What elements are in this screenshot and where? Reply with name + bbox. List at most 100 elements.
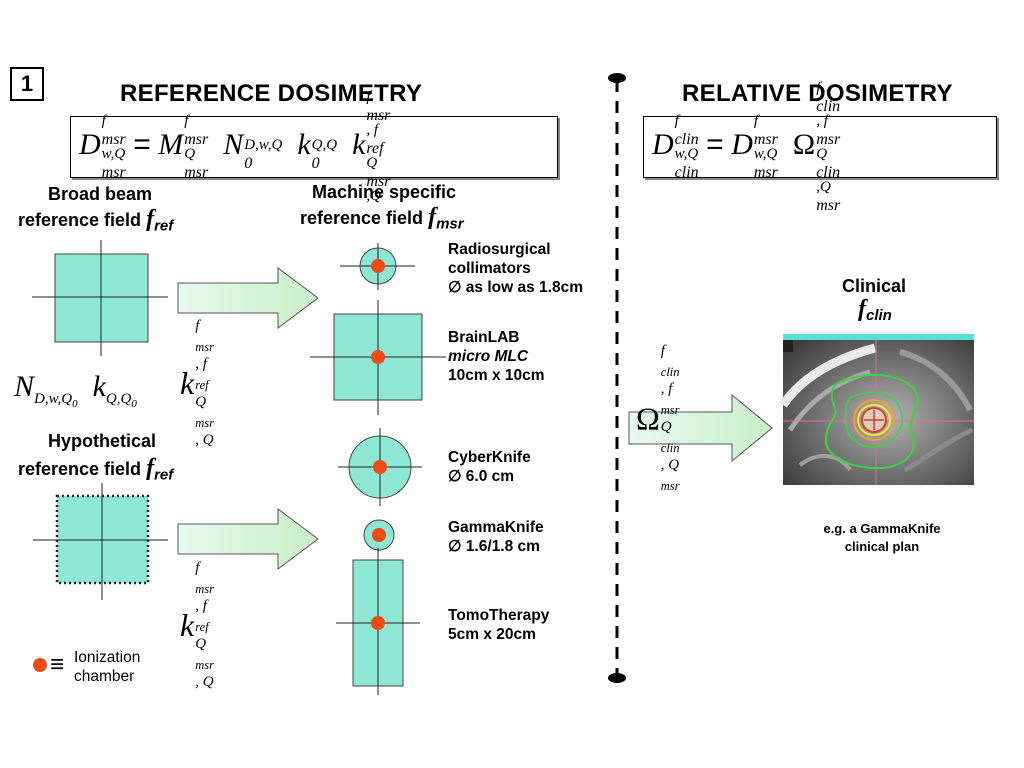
f-subscript: ref (154, 217, 174, 235)
legend-text: Ionization chamber (74, 648, 140, 686)
broad-beam-label-line1: Broad beam (48, 184, 153, 204)
eq-sub: msr (101, 131, 126, 148)
k-subscript-zero: 0 (131, 398, 137, 410)
eq-sub: Q (816, 146, 828, 162)
eq-equals: = (133, 127, 151, 161)
radiosurgical-line3: ∅ as low as 1.8cm (448, 279, 583, 296)
radiosurgical-line1: Radiosurgical (448, 241, 551, 258)
caption-line2: clinical plan (844, 539, 920, 554)
eq-sub: w,Q (674, 146, 699, 162)
k-sub: , Q (195, 674, 214, 690)
eq-sup: f (753, 113, 759, 129)
gammaknife-line1: GammaKnife (448, 519, 544, 536)
eq-sup: f (184, 113, 189, 129)
eq-sub: msr (184, 164, 209, 181)
omega-sub: msr (660, 403, 680, 417)
legend-line2: chamber (74, 668, 135, 685)
legend-equiv-symbol: ≡ (50, 651, 65, 678)
k-sup: f (195, 560, 200, 576)
f-symbol: f (858, 296, 866, 322)
k-sub: , Q (195, 432, 214, 448)
machine-specific-text: reference field (300, 208, 429, 228)
eq-sup: , f (816, 113, 828, 129)
eq-sub: 0 (311, 155, 320, 172)
radiosurgical-line2: collimators (448, 260, 531, 277)
eq-sub: msr (753, 131, 778, 148)
hypothetical-label-line2: reference field fref (18, 455, 173, 487)
eq-calibration-symbol: N (223, 127, 244, 161)
tomotherapy-line1: TomoTherapy (448, 607, 550, 624)
brainlab-line2: micro MLC (448, 348, 529, 365)
eq-sub: clin (816, 98, 841, 115)
f-subscript: msr (436, 215, 464, 233)
eq-dose-clin-symbol: D (652, 127, 674, 161)
k-sub: Q (195, 394, 207, 410)
hypothetical-text: reference field (18, 459, 147, 479)
arrow-top (177, 267, 319, 329)
omega-sub: , Q (660, 457, 680, 473)
eq-sup: f (674, 113, 679, 129)
nk-expression: ND,w,Q0 kQ,Q0 (14, 370, 137, 410)
f-symbol: f (146, 455, 155, 481)
omega-sub: msr (660, 479, 680, 493)
cyberknife-label: CyberKnife ∅ 6.0 cm (448, 448, 531, 486)
eq-sup: f (816, 80, 821, 96)
brainlab-label: BrainLAB micro MLC 10cm x 10cm (448, 328, 545, 385)
broad-beam-label-line2: reference field fref (18, 206, 174, 238)
k-sup: , f (195, 356, 207, 372)
omega-sup: , f (660, 381, 673, 397)
f-symbol: f (146, 206, 155, 232)
broad-beam-field (32, 240, 168, 356)
hypothetical-field (33, 483, 168, 600)
k-sup: f (195, 318, 200, 334)
eq-sub: msr (366, 107, 391, 124)
radiosurgical-label: Radiosurgical collimators ∅ as low as 1.… (448, 240, 583, 297)
tomotherapy-line2: 5cm x 20cm (448, 626, 536, 643)
cyberknife-line2: ∅ 6.0 cm (448, 468, 515, 485)
tomotherapy-label: TomoTherapy 5cm x 20cm (448, 606, 549, 644)
eq-sub: ,Q (366, 188, 381, 204)
k-sub: msr (195, 416, 214, 430)
panel-number: 1 (10, 67, 44, 101)
eq-dose-symbol: D (79, 127, 101, 161)
eq-sub: msr (184, 131, 209, 148)
omega-sub: clin (660, 441, 680, 455)
k-symbol: k (180, 607, 195, 643)
clinical-plan-image (779, 334, 974, 485)
eq-sub: 0 (244, 155, 253, 172)
k-symbol: k (92, 370, 106, 403)
k-sup: , f (195, 598, 207, 614)
eq-omega-symbol: Ω (792, 127, 816, 161)
eq-sup: , f (366, 122, 379, 138)
eq-sub: clin (674, 164, 699, 181)
eq-reading-symbol: M (158, 127, 184, 161)
k-sub: msr (195, 582, 214, 596)
reference-dosimetry-heading: REFERENCE DOSIMETRY (120, 80, 423, 107)
f-symbol: f (428, 204, 437, 230)
tomotherapy-field (336, 548, 420, 695)
eq-sub: clin (816, 164, 841, 181)
caption-line1: e.g. a GammaKnife (823, 521, 941, 536)
cyberknife-field (338, 428, 422, 506)
omega-symbol: Ω (636, 400, 660, 437)
eq-sub: msr (101, 164, 126, 181)
arrow-bottom (177, 508, 319, 570)
brainlab-line3: 10cm x 10cm (448, 367, 545, 384)
relative-dosimetry-heading: RELATIVE DOSIMETRY (682, 80, 953, 107)
gammaknife-line2: ∅ 1.6/1.8 cm (448, 538, 540, 555)
k-sub: ref (195, 378, 209, 392)
f-subscript: clin (866, 307, 892, 325)
k-subscript: Q,Q (105, 391, 132, 407)
eq-sub: msr (816, 131, 841, 148)
eq-sub: msr (753, 164, 778, 181)
machine-specific-label-line2: reference field fmsr (300, 204, 464, 236)
omega-sup: f (660, 343, 665, 359)
clinical-label-line2: fclin (858, 296, 892, 324)
eq-k-symbol: k (297, 127, 311, 161)
